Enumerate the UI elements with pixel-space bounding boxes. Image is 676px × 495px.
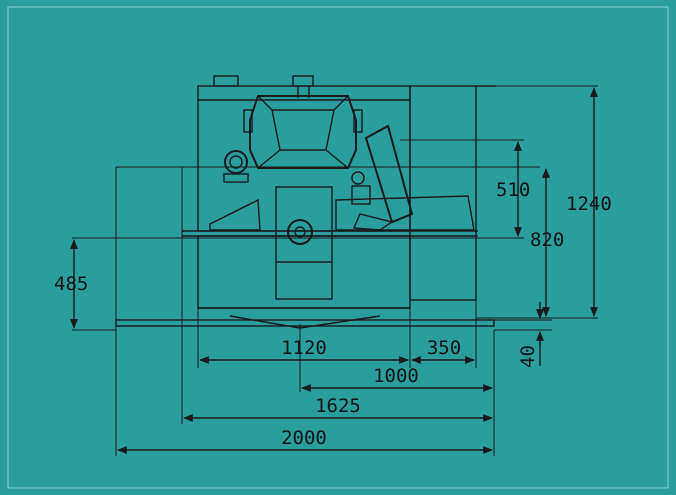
lower-base xyxy=(197,235,411,309)
machine-outline xyxy=(115,75,496,329)
center-column xyxy=(275,186,333,300)
extension-lines xyxy=(72,85,598,456)
workhead xyxy=(335,171,475,231)
dimension-labels: 1120 350 1000 1625 2000 485 510 820 1240… xyxy=(54,179,612,449)
label-1000: 1000 xyxy=(373,365,419,387)
page-frame xyxy=(7,6,669,489)
upper-cabinet xyxy=(197,85,411,232)
right-side-panel xyxy=(409,85,477,301)
exhaust-outlet xyxy=(292,75,314,87)
label-2000: 2000 xyxy=(281,427,327,449)
slanted-arm xyxy=(364,124,414,224)
gauge-icon xyxy=(223,150,249,183)
label-1625: 1625 xyxy=(315,395,361,417)
label-1240: 1240 xyxy=(566,193,612,215)
label-820: 820 xyxy=(530,229,564,251)
top-vent xyxy=(213,75,239,87)
label-350: 350 xyxy=(427,337,461,359)
spindle-wheel-icon xyxy=(287,219,313,245)
floor-plate xyxy=(115,319,495,327)
grinding-hood xyxy=(243,95,363,169)
label-510: 510 xyxy=(496,179,530,201)
dimension-lines xyxy=(70,87,598,454)
label-1120: 1120 xyxy=(281,337,327,359)
label-40: 40 xyxy=(517,345,539,368)
left-tool-wedge xyxy=(209,198,261,231)
label-485: 485 xyxy=(54,273,88,295)
